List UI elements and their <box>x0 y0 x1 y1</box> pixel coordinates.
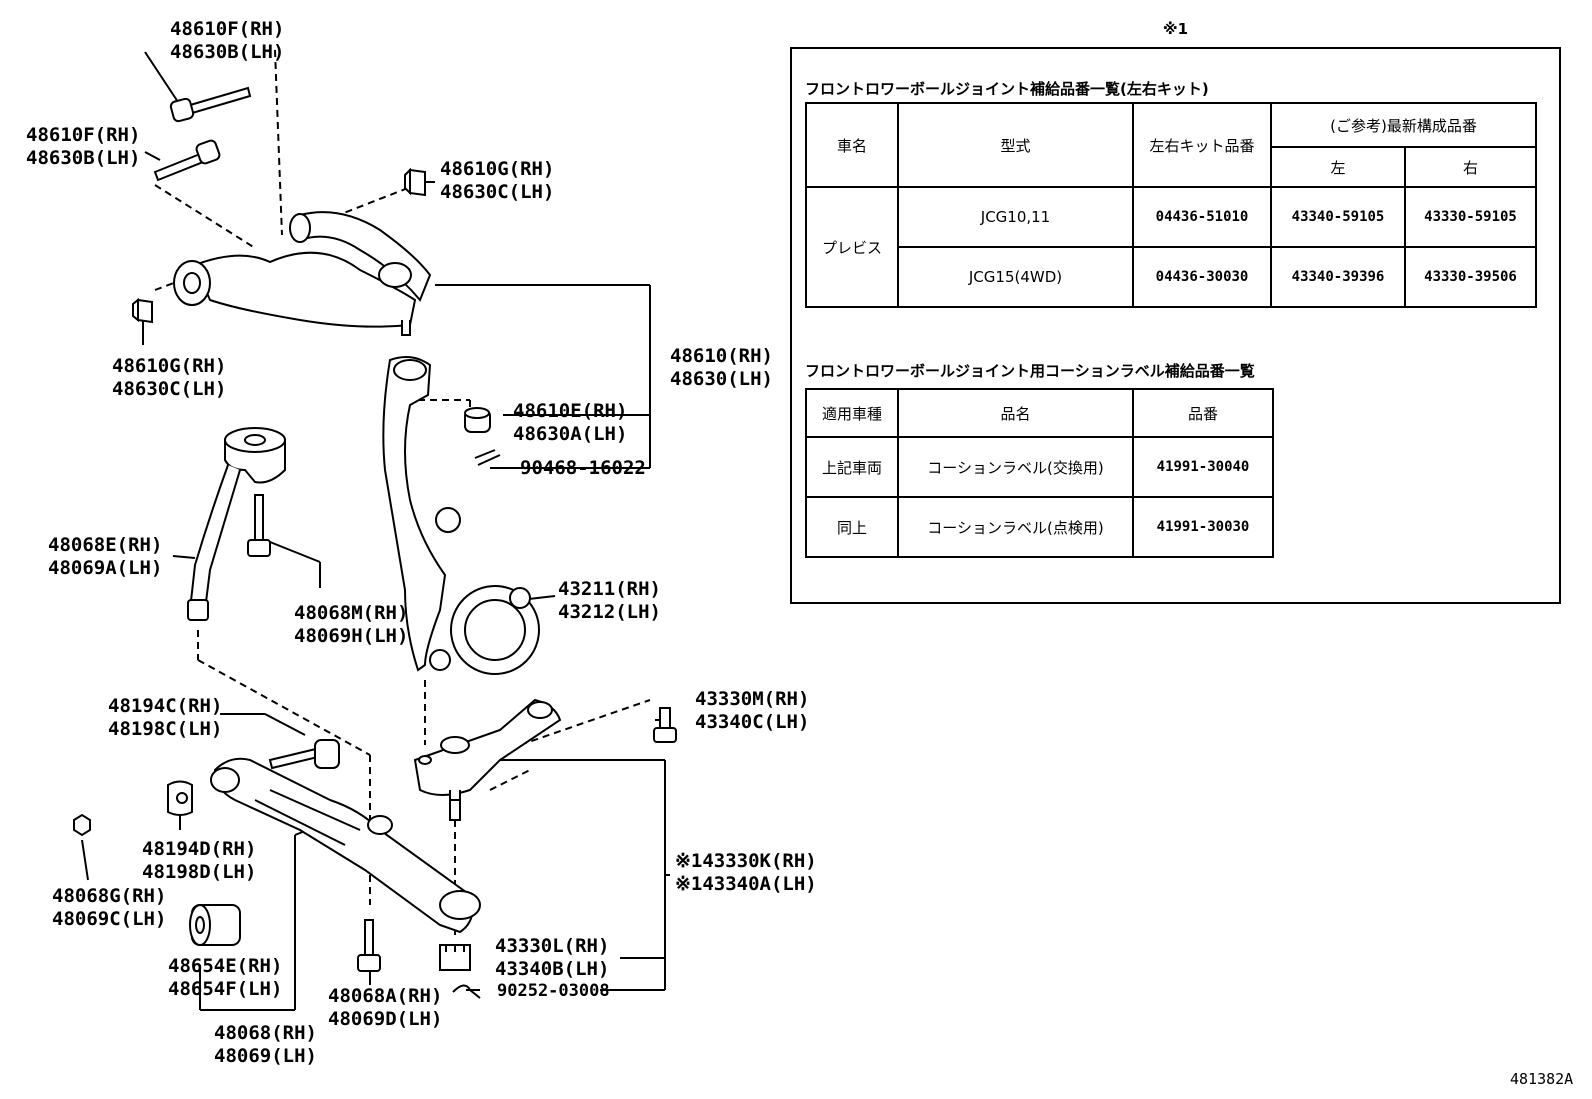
part-label-lower-pin: 90252-03008 <box>497 981 610 1001</box>
cell-kit: 04436-51010 <box>1132 186 1272 248</box>
cam-plate <box>167 780 193 816</box>
part-label-bushing-top-left: 48610G(RH)48630C(LH) <box>112 355 227 400</box>
part-label-bushing-top-right: 48610G(RH)48630C(LH) <box>440 158 555 203</box>
cotter-pins <box>452 984 481 999</box>
cell-left: 43340-59105 <box>1270 186 1406 248</box>
part-label-bolt-top-2: 48610F(RH)48630B(LH) <box>26 124 141 169</box>
header-left: 左 <box>1270 146 1406 188</box>
part-label-lower-bolt: 48068A(RH)48069D(LH) <box>328 985 443 1030</box>
header-model: 型式 <box>897 102 1134 188</box>
nut <box>73 813 91 837</box>
cell-left: 43340-39396 <box>1270 246 1406 308</box>
upper-bolts <box>153 86 252 182</box>
header-car: 車名 <box>805 102 899 188</box>
tie-rod-end <box>187 427 286 621</box>
part-label-ball-joint-bolt: 43330M(RH)43340C(LH) <box>695 688 810 733</box>
table2-title: フロントロワーボールジョイント用コーションラベル補給品番一覧 <box>805 362 1255 380</box>
part-label-cam-plate: 48194D(RH)48198D(LH) <box>142 838 257 883</box>
upper-bushings <box>132 167 426 324</box>
cell-num: 41991-30040 <box>1132 436 1274 498</box>
part-label-lower-bushing: 48654E(RH)48654F(LH) <box>168 955 283 1000</box>
part-label-upper-pin: 90468-16022 <box>520 457 646 479</box>
steering-knuckle <box>382 355 540 675</box>
header-kit: 左右キット品番 <box>1132 102 1272 188</box>
header-app: 適用車種 <box>805 388 899 438</box>
ball-joint-bolt <box>653 707 677 743</box>
part-label-tie-rod: 48068E(RH)48069A(LH) <box>48 534 163 579</box>
cell-right: 43330-39506 <box>1404 246 1537 308</box>
ball-joint-assembly <box>413 698 562 821</box>
part-label-upper-arm: 48610(RH)48630(LH) <box>670 345 773 390</box>
cell-model: JCG15(4WD) <box>897 246 1134 308</box>
part-label-ball-joint: ※143330K(RH)※143340A(LH) <box>675 850 817 895</box>
leader-lines <box>81 51 670 1011</box>
lower-bushing <box>189 904 241 946</box>
part-label-nut: 48068G(RH)48069C(LH) <box>52 885 167 930</box>
part-label-knuckle: 43211(RH)43212(LH) <box>558 578 661 623</box>
cell-right: 43330-59105 <box>1404 186 1537 248</box>
lower-control-arm <box>210 757 481 934</box>
lower-bolt <box>357 919 381 972</box>
header-ref: (ご参考)最新構成品番 <box>1270 102 1537 148</box>
cell-name: コーションラベル(交換用) <box>897 436 1134 498</box>
cell-model: JCG10,11 <box>897 186 1134 248</box>
header-num: 品番 <box>1132 388 1274 438</box>
cell-name: コーションラベル(点検用) <box>897 496 1134 558</box>
figure-code: 481382A <box>1510 1070 1574 1088</box>
ball-joint-kit-table: 車名 型式 左右キット品番 (ご参考)最新構成品番 左 右 プレビス JCG10… <box>805 102 1537 308</box>
cell-kit: 04436-30030 <box>1132 246 1272 308</box>
caution-label-table: 適用車種 品名 品番 上記車両 コーションラベル(交換用) 41991-3004… <box>805 388 1274 558</box>
part-label-lower-arm: 48068(RH)48069(LH) <box>214 1022 317 1067</box>
header-name: 品名 <box>897 388 1134 438</box>
table1-title: フロントロワーボールジョイント補給品番一覧(左右キット) <box>805 80 1209 98</box>
reference-mark: ※1 <box>1163 20 1189 38</box>
part-label-cam-bolt: 48194C(RH)48198C(LH) <box>108 695 223 740</box>
part-label-knuckle-bolt: 48068M(RH)48069H(LH) <box>294 602 409 647</box>
part-label-bolt-top-1: 48610F(RH)48630B(LH) <box>170 18 285 63</box>
cell-num: 41991-30030 <box>1132 496 1274 558</box>
part-label-castle-nut: 43330L(RH)43340B(LH) <box>495 935 610 980</box>
upper-control-arm <box>173 211 432 336</box>
castle-nut <box>439 944 471 971</box>
cell-app: 同上 <box>805 496 899 558</box>
reference-panel <box>790 47 1561 604</box>
cell-car: プレビス <box>805 186 899 308</box>
header-right: 右 <box>1404 146 1537 188</box>
knuckle-bushing <box>464 407 501 466</box>
knuckle-bolt <box>247 494 271 557</box>
part-label-upper-arm-bushing: 48610E(RH)48630A(LH) <box>513 400 628 445</box>
cam-bolt <box>268 739 340 770</box>
cell-app: 上記車両 <box>805 436 899 498</box>
